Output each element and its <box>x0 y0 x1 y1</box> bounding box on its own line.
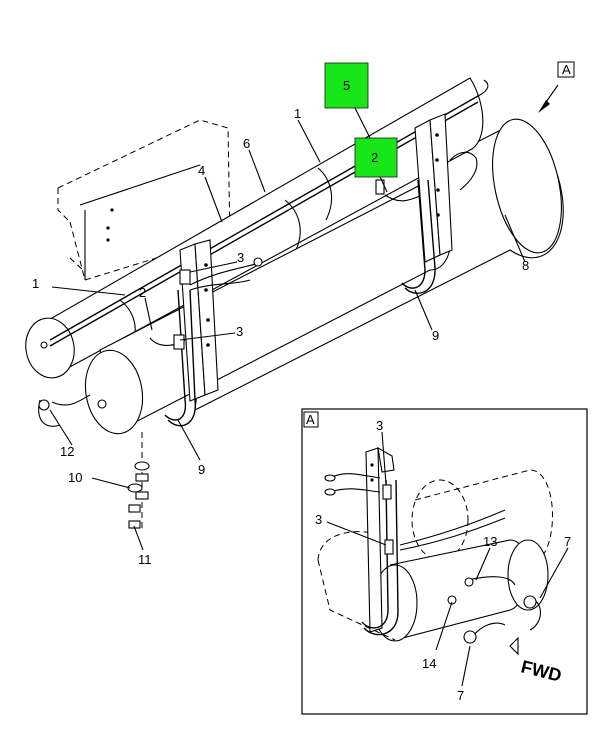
callout-11: 11 <box>138 552 152 567</box>
callout-3-lower: 3 <box>236 324 243 339</box>
callout-1-upper: 1 <box>294 106 301 121</box>
callout-10: 10 <box>68 470 82 485</box>
inset-callout-13: 13 <box>483 534 497 549</box>
highlight-box-2[interactable] <box>354 137 398 178</box>
air-lines <box>38 151 478 427</box>
highlighted-callouts: 5 2 <box>324 62 398 178</box>
callout-9-left: 9 <box>198 462 205 477</box>
callout-9-right: 9 <box>432 328 439 343</box>
callout-12: 12 <box>60 444 74 459</box>
inset-callout-7-bottom: 7 <box>457 688 464 703</box>
callout-3-upper: 3 <box>237 250 244 265</box>
highlight-box-5[interactable] <box>324 62 369 109</box>
inset-label: A <box>306 412 315 427</box>
callout-4: 4 <box>198 163 205 178</box>
inset-callout-3-upper: 3 <box>376 418 383 433</box>
callout-8: 8 <box>522 258 529 273</box>
inset-detail-a: A <box>301 408 588 715</box>
callout-2-lower: 2 <box>139 285 146 300</box>
inset-callout-14: 14 <box>422 656 436 671</box>
clamps <box>173 179 385 350</box>
inset-callout-3-lower: 3 <box>315 512 322 527</box>
view-a-label: A <box>562 62 571 77</box>
hardware-stack <box>127 432 150 530</box>
callout-labels: 1 6 4 3 1 2 3 8 9 9 12 10 11 <box>32 106 529 567</box>
callout-1-lower: 1 <box>32 276 39 291</box>
callout-leaders <box>49 89 526 551</box>
tank-straps <box>164 179 436 427</box>
callout-6: 6 <box>243 136 250 151</box>
view-a-indicator: A <box>538 61 575 113</box>
mount-bracket-right <box>414 113 453 263</box>
callout-2-upper: 2 <box>371 150 378 165</box>
inset-callout-7-right: 7 <box>564 534 571 549</box>
callout-5: 5 <box>343 78 350 93</box>
